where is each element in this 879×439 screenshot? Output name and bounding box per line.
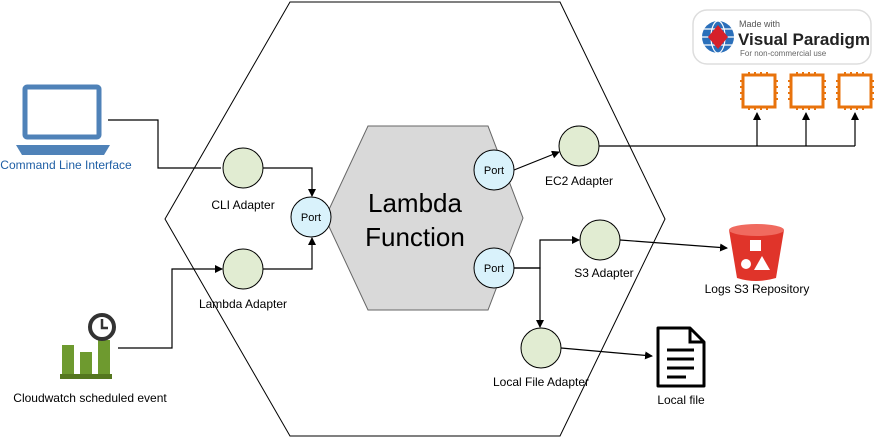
local-file-adapter-node[interactable] — [520, 327, 562, 369]
ec2-instance-icon — [836, 72, 874, 110]
visual-paradigm-logo-icon — [702, 20, 734, 54]
cli-adapter-node[interactable] — [222, 147, 264, 189]
command-line-interface-label: Command Line Interface — [0, 158, 132, 172]
cli-adapter-label: CLI Adapter — [211, 198, 274, 212]
watermark-made-with: Made with — [739, 19, 780, 29]
port-right-bottom[interactable] — [473, 247, 515, 289]
edge-port-to-local-file-adapter — [514, 267, 544, 328]
core-title-line2: Function — [365, 222, 465, 252]
cloudwatch-icon — [60, 313, 116, 379]
s3-bucket-icon — [729, 224, 784, 281]
local-file-label: Local file — [657, 393, 705, 407]
port-right-bottom-label: Port — [484, 263, 504, 275]
core-title-line1: Lambda — [368, 188, 462, 218]
port-right-top[interactable] — [473, 149, 515, 191]
s3-adapter-node[interactable] — [579, 219, 621, 261]
edge-lambda-adapter-to-port — [263, 237, 316, 270]
watermark-license: For non-commercial use — [740, 49, 827, 58]
s3-adapter-label: S3 Adapter — [574, 266, 633, 280]
ec2-adapter-node[interactable] — [558, 125, 600, 167]
visual-paradigm-watermark: Made with Visual Paradigm For non-commer… — [692, 9, 872, 65]
cloudwatch-label: Cloudwatch scheduled event — [13, 391, 167, 405]
port-left-label: Port — [301, 212, 321, 224]
ec2-instance-icon — [788, 72, 826, 110]
watermark-brand: Visual Paradigm — [738, 30, 870, 49]
ec2-adapter-label: EC2 Adapter — [545, 174, 613, 188]
port-right-top-label: Port — [484, 165, 504, 177]
edge-cloudwatch-to-lambda-adapter — [118, 265, 223, 349]
edge-cli-to-cli-adapter — [108, 119, 221, 169]
local-file-adapter-label: Local File Adapter — [493, 375, 589, 389]
logs-s3-repository-label: Logs S3 Repository — [705, 282, 810, 296]
edge-local-file-adapter-to-document — [560, 347, 653, 360]
edge-port-to-ec2-adapter — [513, 150, 560, 171]
computer-monitor-icon — [16, 84, 110, 155]
edge-cli-adapter-to-port — [263, 167, 316, 197]
lambda-adapter-label: Lambda Adapter — [199, 297, 287, 311]
port-left[interactable] — [290, 196, 332, 238]
lambda-adapter-node[interactable] — [222, 248, 264, 290]
ec2-instance-icon — [740, 72, 778, 110]
document-icon — [656, 326, 706, 388]
edge-s3-adapter-to-bucket — [619, 239, 728, 252]
